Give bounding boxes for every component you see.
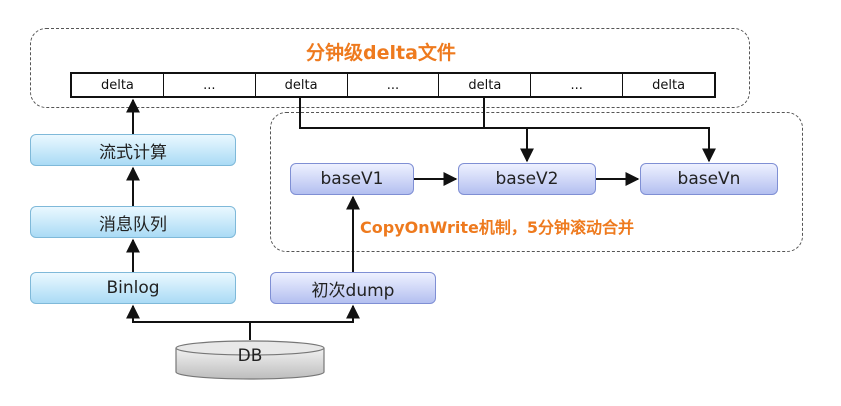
base-v2-box: baseV2 bbox=[458, 163, 596, 195]
base-v1-box: baseV1 bbox=[290, 163, 414, 195]
delta-files-title: 分钟级delta文件 bbox=[306, 42, 456, 64]
delta-cell: delta bbox=[439, 74, 532, 96]
ellipsis-cell: ... bbox=[531, 74, 624, 96]
db-label: DB bbox=[237, 346, 263, 366]
copy-on-write-caption: CopyOnWrite机制，5分钟滚动合并 bbox=[360, 218, 634, 237]
database-icon bbox=[175, 340, 325, 380]
delta-cell: delta bbox=[256, 74, 348, 96]
db-to-dump-arrow bbox=[250, 304, 360, 323]
delta-cell: delta bbox=[652, 77, 686, 93]
ellipsis-cell: ... bbox=[164, 74, 256, 96]
delta-merge-line bbox=[299, 98, 716, 163]
delta-files-region bbox=[30, 28, 750, 108]
ellipsis-cell: ... bbox=[348, 74, 440, 96]
base-versions-region bbox=[270, 112, 803, 252]
binlog-box: Binlog bbox=[30, 272, 236, 304]
delta-cell: delta bbox=[72, 74, 164, 96]
delta-file-strip: delta ... delta ... delta ... delta bbox=[70, 72, 716, 98]
initial-dump-box: 初次dump bbox=[270, 272, 436, 304]
base-vn-box: baseVn bbox=[640, 163, 778, 195]
db-to-binlog-arrow bbox=[126, 304, 251, 340]
message-queue-box: 消息队列 bbox=[30, 206, 236, 238]
stream-compute-box: 流式计算 bbox=[30, 134, 236, 166]
